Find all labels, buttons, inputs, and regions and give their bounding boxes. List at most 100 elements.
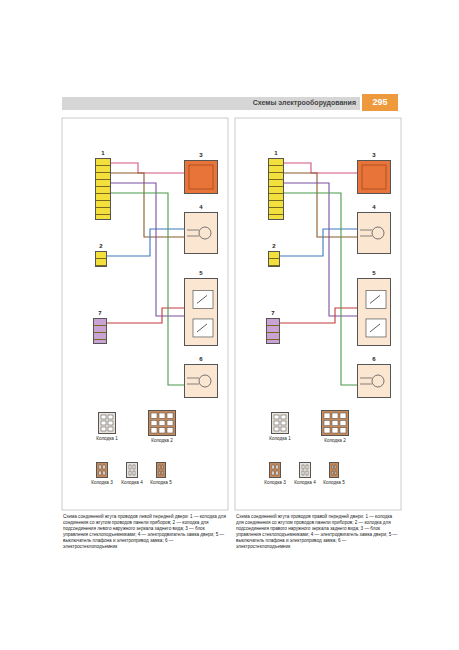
- pin-socket: [103, 471, 105, 475]
- component-symbol: [358, 279, 390, 345]
- callout-number: 4: [372, 204, 375, 210]
- switch-contact: [197, 295, 207, 303]
- pin-socket: [133, 471, 135, 475]
- pin-socket: [324, 428, 330, 433]
- window-motor-box: 6: [184, 364, 218, 398]
- connector-face: Колодка 3: [96, 462, 108, 478]
- wire: [284, 193, 357, 385]
- callout-number: 6: [372, 356, 375, 362]
- wire: [111, 183, 184, 316]
- callout-number: 2: [99, 243, 102, 249]
- pin-socket: [159, 465, 160, 469]
- switch-contact: [197, 324, 207, 332]
- motor-symbol: [199, 375, 211, 387]
- component-symbol: [358, 213, 390, 253]
- callout-number: 5: [372, 270, 375, 276]
- motor-leads: [187, 378, 199, 384]
- callout-number: 5: [199, 270, 202, 276]
- callout-number: 7: [98, 310, 101, 316]
- window-motor-box: 6: [357, 364, 391, 398]
- pin-socket: [276, 471, 278, 475]
- component-symbol: [270, 463, 280, 477]
- connector-caption: Колодка 5: [323, 481, 345, 486]
- page-title: Схемы электрооборудования: [253, 99, 356, 106]
- wire: [107, 308, 184, 323]
- component-symbol: [149, 411, 175, 435]
- lock-motor-box: 4: [357, 212, 391, 254]
- connector-block: 7: [266, 318, 280, 344]
- wire: [111, 193, 184, 385]
- figure-caption: Схема соединений жгута проводов левой пе…: [63, 514, 227, 550]
- connector-face: Колодка 1: [271, 412, 289, 434]
- connector-face: Колодка 5: [156, 462, 166, 478]
- wire: [111, 163, 184, 173]
- connector-block: 1: [95, 158, 111, 220]
- pin-socket: [162, 471, 163, 475]
- pin-socket: [101, 415, 106, 419]
- connector-face: Колодка 2: [148, 410, 176, 436]
- motor-leads: [360, 378, 372, 384]
- pin-socket: [129, 471, 131, 475]
- pin-socket: [281, 415, 286, 419]
- component-symbol: [127, 463, 137, 477]
- pin-socket: [103, 465, 105, 469]
- pin-socket: [332, 413, 338, 418]
- pin-socket: [306, 471, 308, 475]
- page-number-tab: [362, 94, 398, 111]
- motor-leads: [360, 230, 372, 236]
- component-symbol: [185, 161, 217, 193]
- wire: [107, 229, 184, 256]
- pin-socket: [324, 420, 330, 425]
- pin-socket: [159, 413, 165, 418]
- connector-caption: Колодка 2: [151, 439, 173, 444]
- pin-socket: [332, 420, 338, 425]
- diagram-panel: [62, 118, 228, 510]
- component-symbol: [99, 413, 115, 433]
- switch-housing: [366, 319, 386, 337]
- connector-face: Колодка 2: [321, 410, 349, 436]
- callout-number: 6: [199, 356, 202, 362]
- pin-socket: [151, 420, 157, 425]
- pin-socket: [335, 471, 336, 475]
- connector-caption: Колодка 1: [96, 437, 118, 442]
- pin-socket: [99, 471, 101, 475]
- motor-symbol: [372, 227, 384, 239]
- connector-caption: Колодка 5: [150, 481, 172, 486]
- wire: [280, 229, 357, 256]
- component-symbol: [97, 463, 107, 477]
- pin-socket: [281, 421, 286, 425]
- component-symbol: [358, 161, 390, 193]
- control-unit: 3: [184, 160, 218, 194]
- pin-socket: [101, 421, 106, 425]
- pin-socket: [302, 471, 304, 475]
- pin-socket: [159, 420, 165, 425]
- pin-socket: [108, 415, 113, 419]
- unit-outline: [189, 165, 213, 189]
- pin-socket: [99, 465, 101, 469]
- connector-block: 7: [93, 318, 107, 344]
- wire: [284, 163, 357, 173]
- pin-socket: [332, 465, 333, 469]
- connector-caption: Колодка 1: [269, 437, 291, 442]
- component-symbol: [272, 413, 288, 433]
- mirror-connector: 2: [268, 251, 280, 267]
- switch-box: 5: [184, 278, 218, 346]
- pin-socket: [274, 427, 279, 431]
- header-band: [62, 97, 360, 110]
- pin-socket: [274, 421, 279, 425]
- pin-socket: [167, 428, 173, 433]
- pin-socket: [129, 465, 131, 469]
- pin-socket: [340, 413, 346, 418]
- switch-contact: [370, 324, 380, 332]
- mirror-connector: 2: [95, 251, 107, 267]
- connector-face: Колодка 1: [98, 412, 116, 434]
- callout-number: 2: [272, 243, 275, 249]
- callout-number: 7: [271, 310, 274, 316]
- pin-socket: [340, 428, 346, 433]
- pin-socket: [335, 465, 336, 469]
- switch-housing: [193, 319, 213, 337]
- connector-caption: Колодка 3: [91, 481, 113, 486]
- component-symbol: [185, 213, 217, 253]
- connector-caption: Колодка 4: [294, 481, 316, 486]
